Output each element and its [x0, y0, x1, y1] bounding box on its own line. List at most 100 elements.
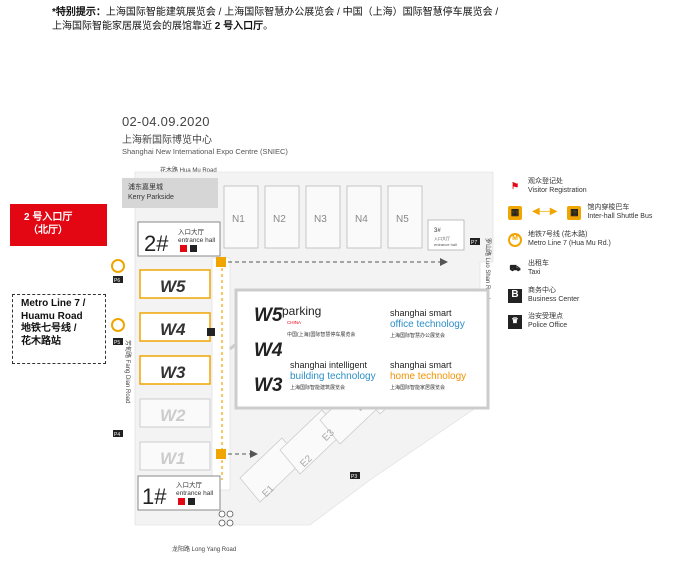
event-date: 02-04.09.2020 [122, 114, 210, 129]
hall-w2 [139, 398, 211, 428]
callout-parking-title: parking [282, 304, 321, 318]
parking-p4 [113, 430, 123, 437]
taxi-stand-2 [226, 510, 234, 518]
callout-parking-sub: CHINA [287, 320, 301, 325]
callout-parking-cn: 中国(上海)国际智慧停车展览会 [287, 331, 355, 338]
shuttle-arrows-icon: ◀—▶ [532, 206, 558, 218]
notice-line-2: 上海国际智能家居展览会的展馆靠近 2 号入口厅。 [52, 21, 274, 32]
hall-w1-label: W1 [160, 449, 186, 468]
callout-building-title1: shanghai intelligent [290, 360, 368, 370]
hall-n5 [387, 185, 423, 249]
hall-w2-label: W2 [160, 406, 186, 425]
road-east: 罗山路 Luo Shan Road [484, 238, 492, 299]
entrance2-cn: 入口大厅 [178, 227, 205, 236]
shuttle-arrow-right [440, 258, 448, 266]
entrance3-cn: 入口大厅 [434, 235, 450, 241]
callout-home-title1: shanghai smart [390, 360, 452, 370]
road-south: 龙阳路 Long Yang Road [172, 547, 237, 553]
entrance1-num: 1# [142, 484, 167, 509]
entrance1-en: entrance hall [176, 490, 214, 497]
kerry-en: Kerry Parkside [128, 194, 174, 201]
parking-p7-label: P7 [471, 240, 477, 246]
entrance2-en: entrance hall [178, 237, 216, 244]
callout-w5: W5 [254, 305, 283, 326]
road-north: 花木路 Hua Mu Road [160, 168, 217, 174]
taxi-stand-4 [226, 519, 234, 527]
taxi-icon: ⛟ [509, 263, 521, 274]
kerry-parkside-block [122, 178, 218, 208]
taxi-stand-1 [218, 510, 226, 518]
hall-n3-label: N3 [314, 214, 327, 225]
shuttle-bus-icon: ▦ [508, 205, 522, 220]
metro-icon-west [111, 318, 125, 332]
venue-header: 02-04.09.2020 上海新国际博览中心 Shanghai New Int… [122, 114, 288, 156]
venue-name-en: Shanghai New International Expo Centre (… [122, 147, 288, 156]
police-office-icon: ♛ [508, 314, 522, 329]
business-center-icon-e2 [190, 245, 197, 252]
parking-p6-label: P6 [114, 278, 120, 284]
entrance3-hall [427, 219, 465, 251]
entrance3-num: 3# [434, 228, 441, 234]
hall-n5-label: N5 [396, 214, 409, 225]
hall-n1-label: N1 [232, 214, 245, 225]
shuttle-stop-top [216, 257, 226, 267]
callout-building-title2: building technology [290, 371, 376, 382]
callout-office-title2: office technology [390, 319, 465, 330]
hall-w3 [139, 355, 211, 385]
hall-n3 [305, 185, 341, 249]
visitor-reg-icon-e1 [178, 498, 185, 505]
parking-p5 [113, 338, 123, 345]
hall-w1 [139, 441, 211, 471]
north-halls: N1 N2 N3 N4 N5 [223, 185, 423, 249]
visitor-reg-icon-e2 [180, 245, 187, 252]
visitor-registration-icon: ⚑ [510, 181, 520, 192]
hall-w4-label: W4 [160, 320, 186, 339]
road-west: 芳甸路 Fang Dian Road [124, 340, 132, 403]
west-halls: W5 W4 W3 W2 W1 [139, 269, 211, 471]
shuttle-bus-icon-2: ▦ [567, 205, 582, 220]
exhibition-callout [234, 288, 490, 410]
entrance1-cn: 入口大厅 [176, 480, 203, 489]
callout-office-cn: 上海国际智慧办公展览会 [390, 332, 445, 339]
hall-w4 [139, 312, 211, 342]
entrance2-num: 2# [144, 231, 169, 256]
hall-w3-label: W3 [160, 363, 186, 382]
notice-line-1: *特别提示：上海国际智能建筑展览会 / 上海国际智慧办公展览会 / 中国（上海）… [52, 7, 499, 18]
parking-p4-label: P4 [114, 432, 120, 438]
parking-p5-label: P5 [114, 340, 120, 346]
callout-home-cn: 上海国际智能家居展览会 [390, 384, 445, 391]
business-center-icon-e1 [188, 498, 195, 505]
entrance2-hall [137, 221, 221, 257]
hall-n4 [346, 185, 382, 249]
hall-n4-label: N4 [355, 214, 368, 225]
shuttle-stop-bottom [216, 449, 226, 459]
callout-office-title1: shanghai smart [390, 308, 452, 318]
metro-icon: M [508, 232, 522, 247]
metro-icon-north [111, 259, 125, 273]
venue-name-cn: 上海新国际博览中心 [122, 135, 212, 146]
parking-p3 [350, 472, 360, 479]
hall-w5 [139, 269, 211, 299]
entrance3-en: entrance hall [434, 242, 457, 247]
hall-n1 [223, 185, 259, 249]
parking-p6 [113, 276, 123, 283]
taxi-stand-3 [218, 519, 226, 527]
hall-n2 [264, 185, 300, 249]
hall-w5-label: W5 [160, 277, 186, 296]
callout-building-cn: 上海国际智能建筑展览会 [290, 384, 345, 391]
callout-w4: W4 [254, 340, 283, 361]
parking-p7 [470, 238, 480, 245]
shuttle-arrow-bottom [250, 450, 258, 458]
hall-n2-label: N2 [273, 214, 286, 225]
kerry-cn: 浦东嘉里城 [128, 182, 163, 191]
police-office-icon-w4 [207, 328, 215, 336]
callout-home-title2: home technology [390, 371, 466, 382]
notice: *特别提示：上海国际智能建筑展览会 / 上海国际智慧办公展览会 / 中国（上海）… [52, 6, 652, 34]
legend-metro: M 地铁7号线 (花木路)Metro Line 7 (Hua Mu Rd.) [508, 231, 611, 248]
